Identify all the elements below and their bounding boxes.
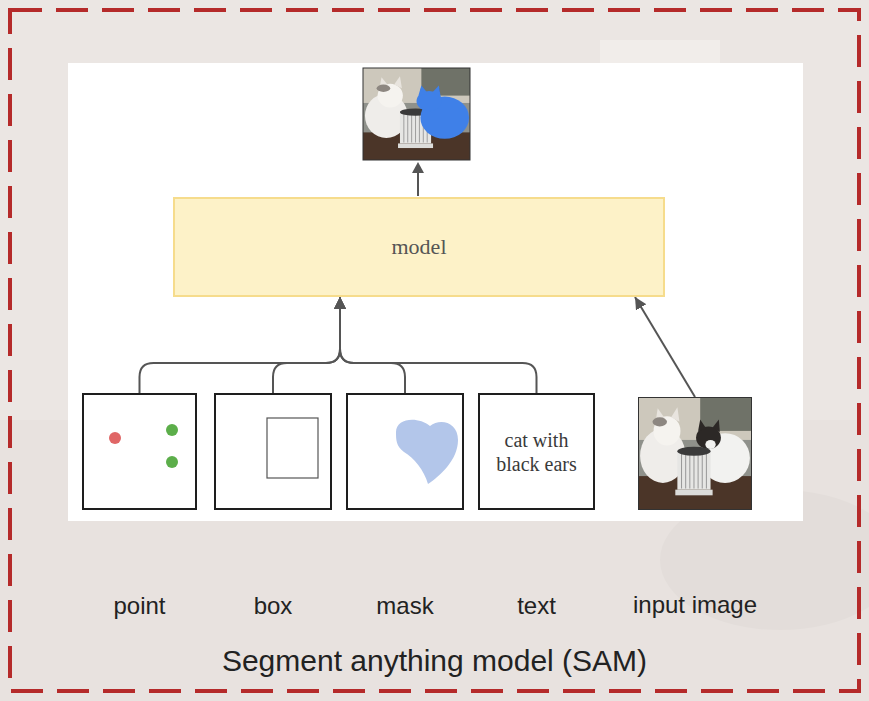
prompt-connector xyxy=(340,297,405,393)
mask-prompt-box: mask xyxy=(346,393,464,510)
prompt-connector xyxy=(273,297,340,393)
model-box: model xyxy=(173,197,665,297)
prompt-label: mask xyxy=(376,592,433,620)
box-prompt-box: box xyxy=(214,393,332,510)
text-prompt-box: cat with black earstext xyxy=(478,393,595,510)
input-image-frame: input image xyxy=(638,397,752,510)
prompt-label: input image xyxy=(633,591,757,619)
prompt-text: cat with black ears xyxy=(488,428,585,476)
prompt-label: box xyxy=(254,592,293,620)
prompt-connector xyxy=(635,297,695,397)
prompt-label: text xyxy=(517,592,556,620)
point-prompt-box: point xyxy=(82,393,197,510)
prompt-connector xyxy=(340,297,537,393)
model-label: model xyxy=(392,234,447,260)
prompt-label: point xyxy=(113,592,165,620)
figure-caption: Segment anything model (SAM) xyxy=(0,644,869,678)
prompt-connector xyxy=(140,297,341,393)
